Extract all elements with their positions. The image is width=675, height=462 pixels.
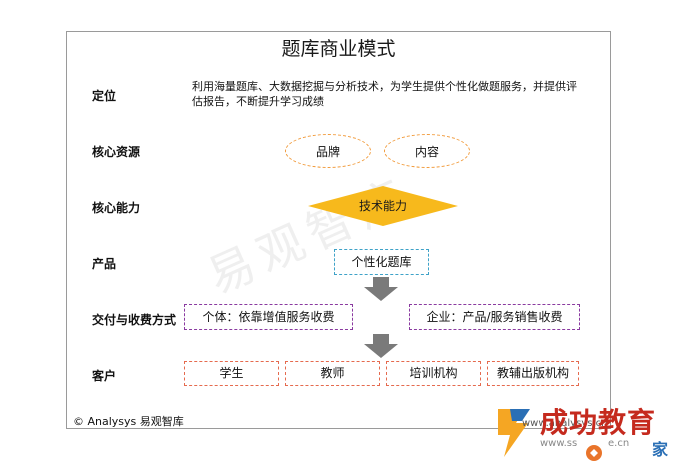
down-arrow-2	[364, 334, 398, 358]
brand-logo-icon	[498, 409, 602, 461]
customer-box-training: 培训机构	[386, 361, 481, 386]
logo-url-suffix: 家	[652, 440, 669, 459]
down-arrow-1	[364, 277, 398, 301]
row-label-positioning: 定位	[92, 89, 117, 103]
diagram-frame	[66, 31, 611, 429]
delivery-box-enterprise: 企业：产品/服务销售收费	[409, 304, 580, 330]
delivery-box-individual: 个体：依靠增值服务收费	[184, 304, 353, 330]
capability-diamond	[308, 186, 458, 226]
customer-box-publishers: 教辅出版机构	[487, 361, 579, 386]
positioning-text: 利用海量题库、大数据挖掘与分析技术，为学生提供个性化做题服务，并提供评估报告，不…	[192, 80, 577, 108]
resource-oval-content: 内容	[384, 134, 470, 168]
row-label-resources: 核心资源	[92, 145, 141, 159]
logo-name: 成功教育	[540, 406, 657, 439]
capability-label: 技术能力	[358, 199, 407, 213]
row-label-product: 产品	[92, 257, 117, 271]
row-label-customers: 客户	[92, 369, 117, 383]
resource-oval-brand: 品牌	[285, 134, 371, 168]
logo-url-bottom: www.ss	[540, 438, 578, 449]
copyright-text: © Analysys 易观智库	[73, 415, 184, 428]
row-label-capability: 核心能力	[92, 201, 141, 215]
customer-box-students: 学生	[184, 361, 279, 386]
customer-box-teachers: 教师	[285, 361, 380, 386]
logo-url-tail: e.cn	[608, 438, 630, 449]
product-box: 个性化题库	[334, 249, 429, 275]
diagram-title: 题库商业模式	[281, 38, 396, 60]
logo-url-top: www.analysys.cn	[522, 418, 608, 429]
row-label-delivery: 交付与收费方式	[92, 313, 177, 327]
